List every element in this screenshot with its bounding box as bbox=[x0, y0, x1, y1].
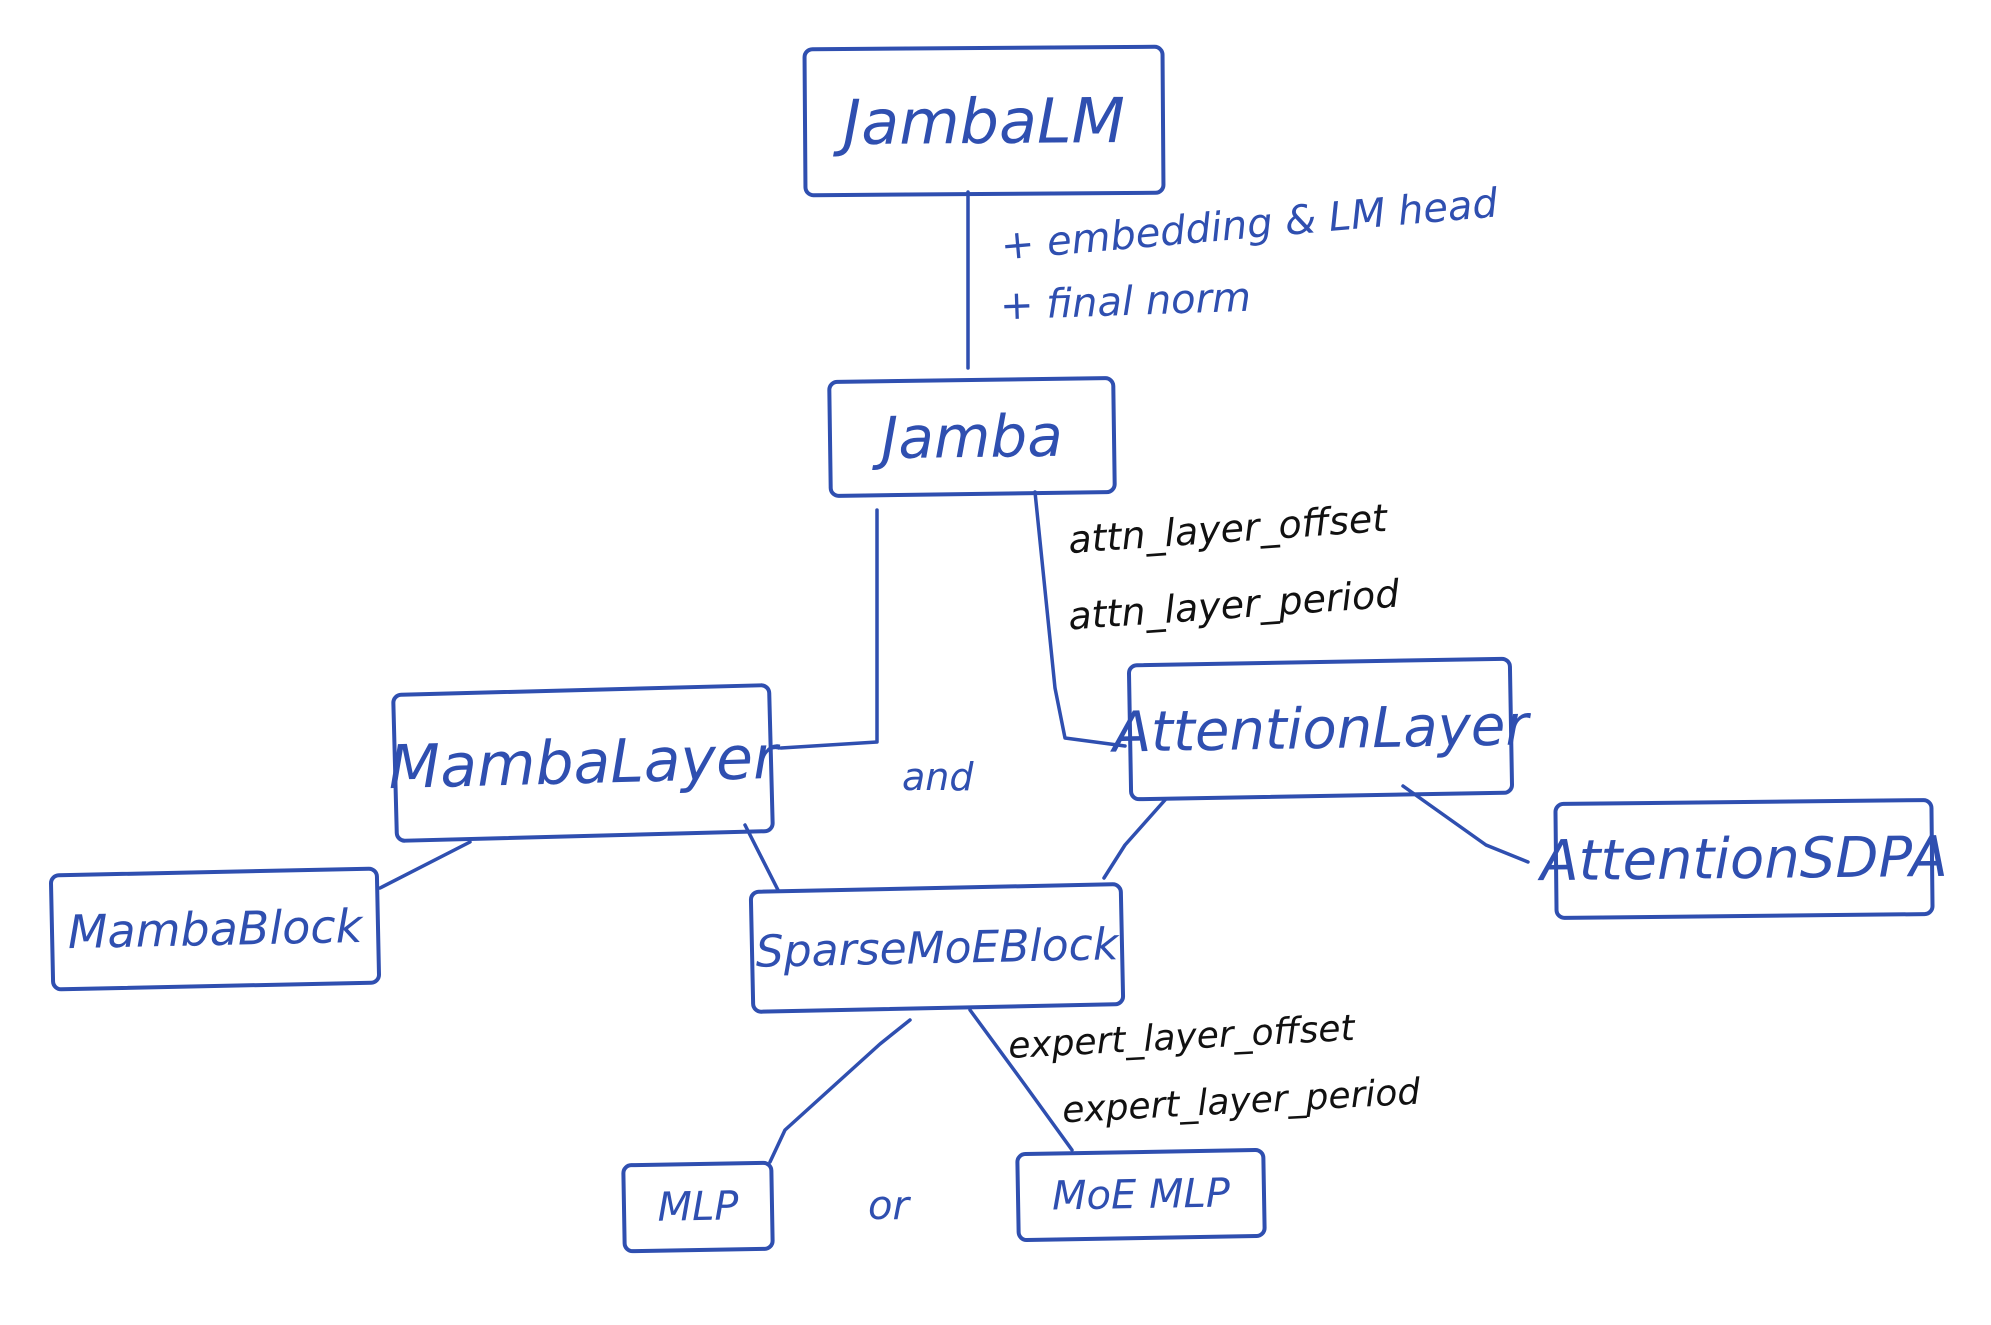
node-attention-layer: AttentionLayer bbox=[1112, 656, 1529, 802]
node-sparse-moe-block: SparseMoEBlock bbox=[748, 882, 1126, 1014]
node-mlp: MLP bbox=[621, 1160, 775, 1254]
annotation-or: or bbox=[868, 1183, 909, 1229]
node-jamba-lm-label: JambaLM bbox=[842, 83, 1126, 159]
annotation-final-norm: + final norm bbox=[999, 274, 1252, 330]
node-mamba-block-label: MambaBlock bbox=[67, 898, 363, 960]
node-attention-sdpa-label: AttentionSDPA bbox=[1539, 824, 1949, 894]
node-jamba: Jamba bbox=[827, 375, 1117, 499]
node-attention-layer-label: AttentionLayer bbox=[1112, 692, 1529, 766]
node-moe-mlp-label: MoE MLP bbox=[1051, 1170, 1231, 1220]
node-mamba-block: MambaBlock bbox=[48, 866, 382, 992]
annotation-and: and bbox=[902, 755, 974, 799]
edge-attentionlayer-sparsemoe bbox=[1102, 798, 1167, 880]
node-mlp-label: MLP bbox=[657, 1183, 739, 1231]
edge-attentionlayer-sdpa bbox=[1401, 784, 1530, 864]
edge-jamba-mambalayer bbox=[779, 508, 879, 750]
node-jamba-lm: JambaLM bbox=[802, 44, 1166, 198]
edge-sparsemoe-mlp bbox=[768, 1018, 912, 1164]
node-moe-mlp: MoE MLP bbox=[1015, 1147, 1267, 1243]
node-attention-sdpa: AttentionSDPA bbox=[1540, 798, 1948, 920]
node-mamba-layer: MambaLayer bbox=[388, 683, 778, 843]
edge-mambalayer-sparsemoe bbox=[743, 823, 780, 892]
node-mamba-layer-label: MambaLayer bbox=[387, 722, 779, 804]
node-sparse-moe-block-label: SparseMoEBlock bbox=[755, 918, 1119, 978]
edge-mambalayer-mambablock bbox=[378, 840, 472, 890]
node-jamba-label: Jamba bbox=[880, 401, 1064, 473]
edge-sparsemoe-moemlp bbox=[968, 1008, 1074, 1152]
edge-jamba-attentionlayer bbox=[1033, 490, 1127, 748]
